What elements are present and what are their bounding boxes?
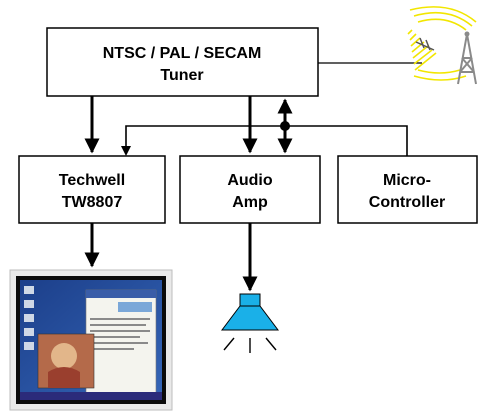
- tuner-subtitle: Tuner: [160, 67, 203, 84]
- techwell-part-number: TW8807: [62, 194, 123, 211]
- audio-amp-subtitle: Amp: [232, 194, 268, 211]
- tuner-block: NTSC / PAL / SECAM Tuner: [46, 27, 319, 97]
- audio-amp-title: Audio: [227, 172, 273, 189]
- broadcast-antenna-icon: [407, 6, 477, 85]
- techwell-block: Techwell TW8807: [18, 155, 166, 224]
- speaker-icon: [221, 293, 279, 353]
- tuner-title: NTSC / PAL / SECAM: [103, 45, 262, 62]
- audio-amp-block: Audio Amp: [179, 155, 321, 224]
- micro-controller-block: Micro- Controller: [337, 155, 478, 224]
- control-bus: [121, 121, 408, 156]
- techwell-title: Techwell: [59, 172, 125, 189]
- micro-controller-title: Micro-: [383, 172, 431, 189]
- lcd-monitor-icon: [9, 269, 173, 411]
- bus-junction-dot: [280, 121, 290, 131]
- micro-controller-subtitle: Controller: [369, 194, 445, 211]
